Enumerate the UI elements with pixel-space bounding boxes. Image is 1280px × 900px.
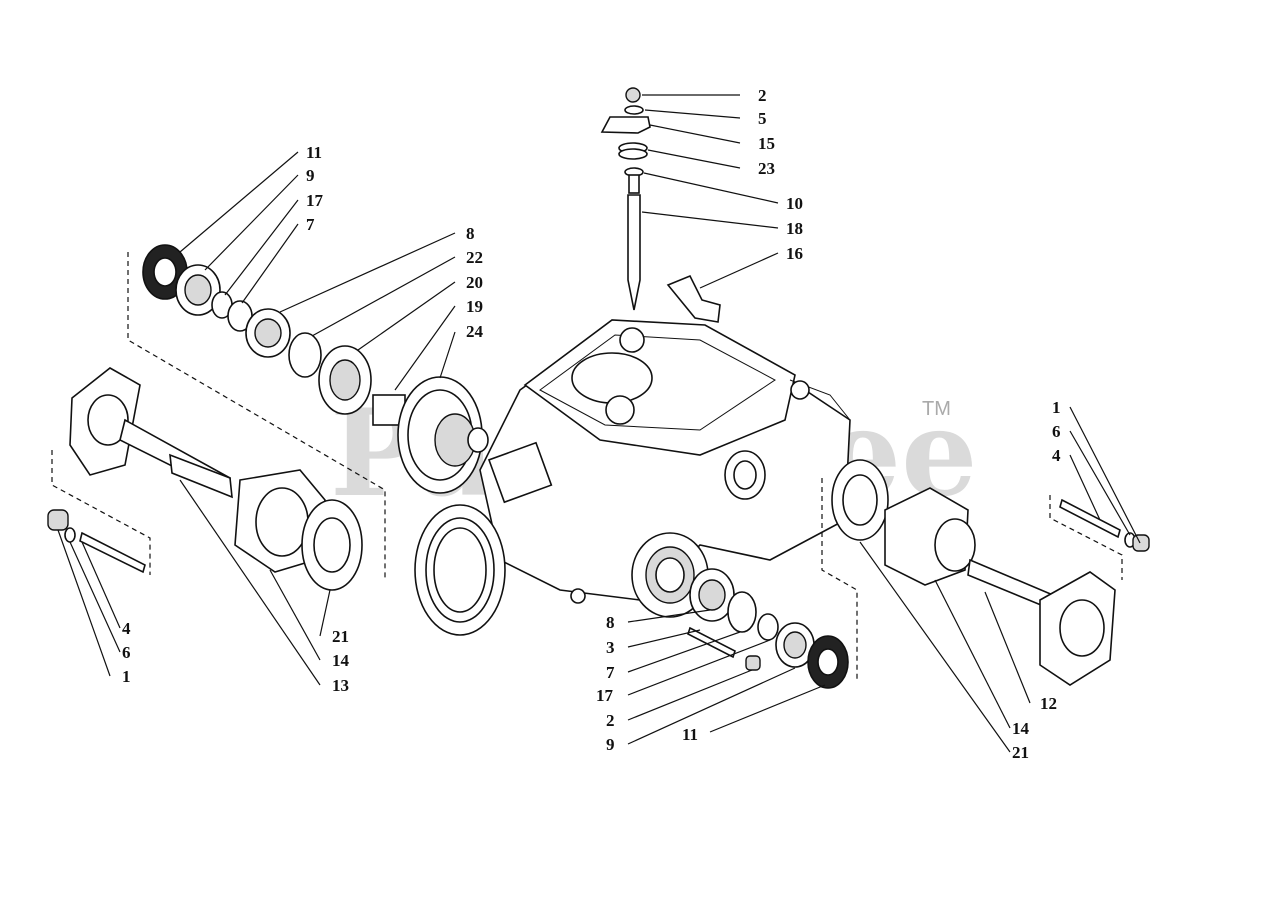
- right-axle-assembly: [831, 459, 1150, 686]
- transaxle-housing: [414, 319, 851, 636]
- callout-lower-left-13: 13: [332, 676, 349, 695]
- callout-mid-22: 22: [466, 248, 483, 267]
- callout-right-12: 12: [1040, 694, 1057, 713]
- callout-lower-left-14: 14: [332, 651, 350, 670]
- callout-mid-20: 20: [466, 273, 483, 292]
- callout-left-9: 9: [306, 166, 315, 185]
- callout-lower-left-21: 21: [332, 627, 349, 646]
- callout-bottom-9: 9: [606, 735, 615, 754]
- left-axle-assembly: [47, 367, 363, 591]
- callout-bottom-7: 7: [606, 663, 615, 682]
- callout-labels: 2 5 15 23 10 18 16 11 9 17 7 8 22 20 19 …: [122, 86, 1061, 762]
- callout-left-7: 7: [306, 215, 315, 234]
- callout-mid-8: 8: [466, 224, 475, 243]
- callout-right-4: 4: [1052, 446, 1061, 465]
- callout-top-23: 23: [758, 159, 775, 178]
- callout-bottom-8: 8: [606, 613, 615, 632]
- callout-top-15: 15: [758, 134, 775, 153]
- callout-top-18: 18: [786, 219, 803, 238]
- callout-lower-left-1: 1: [122, 667, 131, 686]
- callout-bottom-2: 2: [606, 711, 615, 730]
- leader-lines: [57, 94, 1141, 753]
- callout-mid-24: 24: [466, 322, 484, 341]
- watermark-tm: TM: [922, 398, 951, 420]
- callout-bottom-3: 3: [606, 638, 615, 657]
- callout-left-11: 11: [306, 143, 322, 162]
- callout-top-16: 16: [786, 244, 803, 263]
- bottom-center-parts: [687, 568, 849, 689]
- callout-bottom-17: 17: [596, 686, 614, 705]
- shift-assembly: [600, 87, 721, 323]
- callout-right-21: 21: [1012, 743, 1029, 762]
- callout-bottom-11: 11: [682, 725, 698, 744]
- callout-lower-left-4: 4: [122, 619, 131, 638]
- callout-top-2: 2: [758, 86, 767, 105]
- callout-top-10: 10: [786, 194, 803, 213]
- callout-top-5: 5: [758, 109, 767, 128]
- callout-right-14: 14: [1012, 719, 1030, 738]
- callout-right-1: 1: [1052, 398, 1061, 417]
- callout-mid-19: 19: [466, 297, 483, 316]
- dashed-boundaries: [51, 252, 1123, 680]
- left-gear-train: [142, 244, 489, 494]
- callout-right-6: 6: [1052, 422, 1061, 441]
- callout-lower-left-6: 6: [122, 643, 131, 662]
- callout-left-17: 17: [306, 191, 324, 210]
